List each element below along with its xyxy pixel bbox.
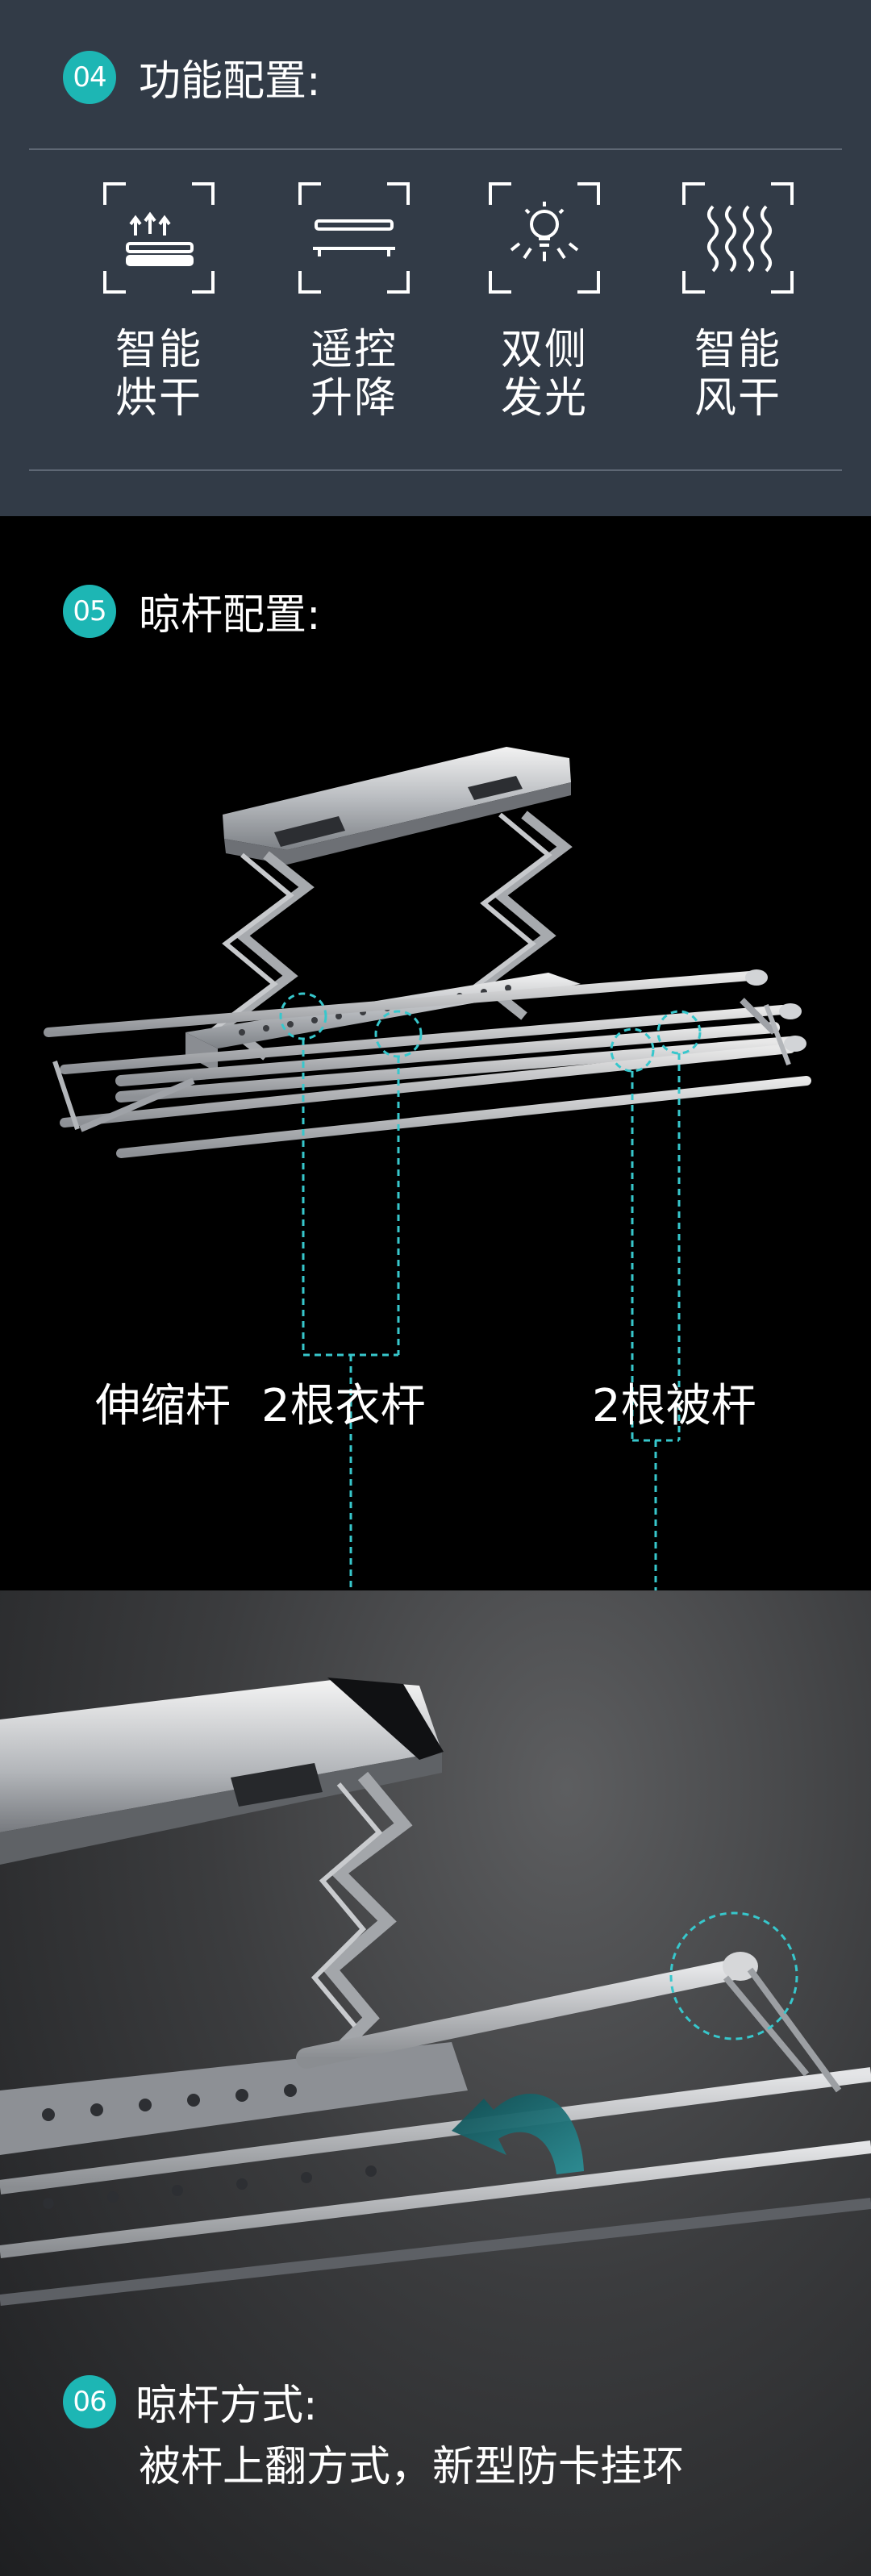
feature-smart-drying: 智能 烘干 <box>90 177 227 423</box>
drying-rack-illustration <box>44 747 811 1590</box>
label-telescopic-rod: 伸缩杆 <box>95 1380 231 1432</box>
rods-heading: 05 晾杆配置: <box>63 581 321 641</box>
lift-icon <box>298 182 410 294</box>
feature-dual-light: 双侧 发光 <box>476 177 613 423</box>
rod-flip-illustration <box>0 1678 871 2306</box>
section-number-badge: 06 <box>63 2374 116 2428</box>
drying-icon <box>103 182 215 294</box>
method-section: 06 晾杆方式: 被杆上翻方式，新型防卡挂环 <box>0 1590 871 2576</box>
feature-remote-lift: 遥控 升降 <box>285 177 423 423</box>
features-heading: 04 功能配置: <box>63 47 321 107</box>
method-subtitle: 被杆上翻方式，新型防卡挂环 <box>139 2443 685 2491</box>
feature-label: 遥控 升降 <box>310 326 398 423</box>
method-title: 晾杆方式: <box>135 2382 318 2430</box>
feature-label: 智能 烘干 <box>115 326 202 423</box>
feature-label: 智能 风干 <box>694 326 781 423</box>
feature-smart-air-dry: 智能 风干 <box>669 177 806 423</box>
divider-top <box>29 148 842 150</box>
rods-title: 晾杆配置: <box>139 591 321 640</box>
label-clothes-rods: 2根衣杆 <box>261 1380 426 1432</box>
label-quilt-rods: 2根被杆 <box>592 1380 756 1432</box>
features-section: 04 功能配置: 智能 烘干 遥控 升降 <box>0 0 871 516</box>
section-number-badge: 05 <box>63 584 116 638</box>
features-title: 功能配置: <box>139 57 321 106</box>
divider-bottom <box>29 469 842 471</box>
rods-section: 05 晾杆配置: <box>0 516 871 1590</box>
method-heading: 06 晾杆方式: <box>63 2371 318 2432</box>
wind-icon <box>682 182 794 294</box>
section-number-badge: 04 <box>63 50 116 104</box>
light-bulb-icon <box>489 182 600 294</box>
feature-label: 双侧 发光 <box>500 326 588 423</box>
